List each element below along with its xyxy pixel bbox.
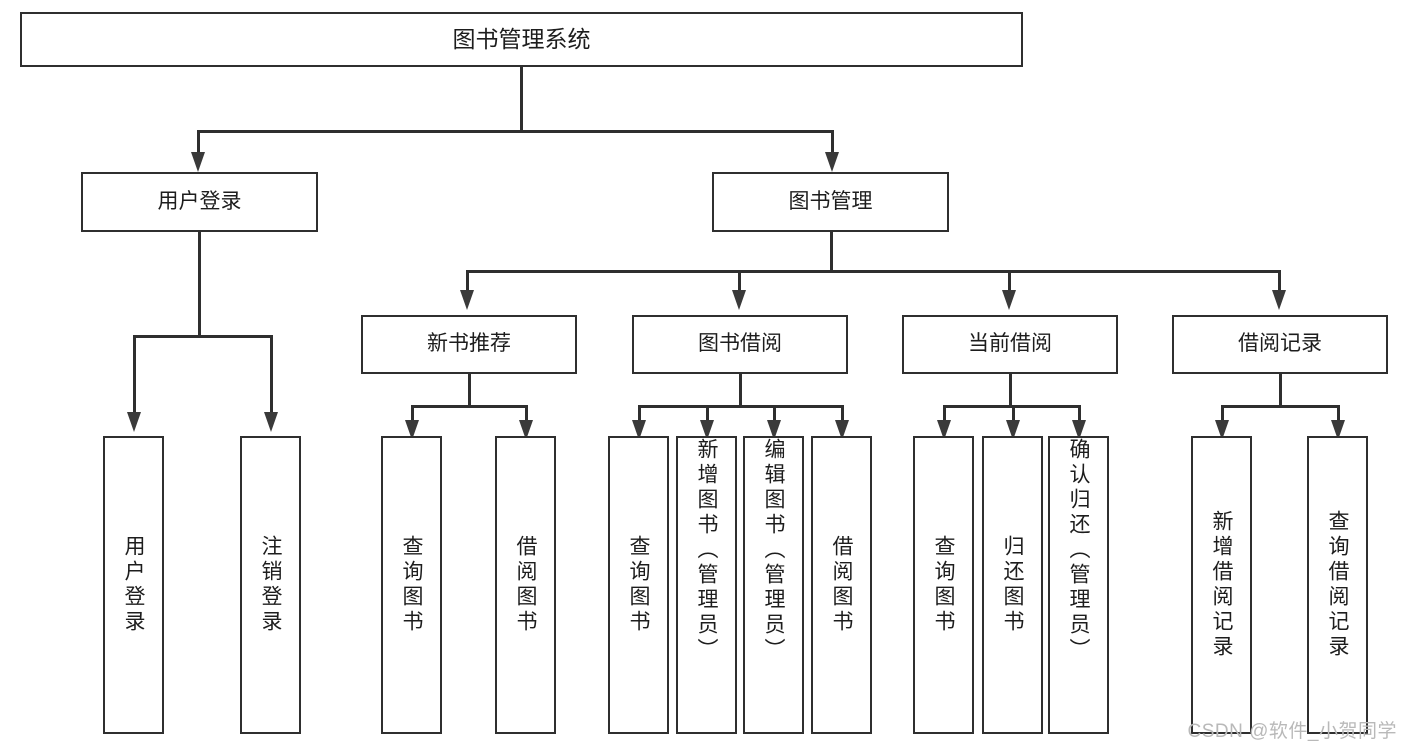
leaf-borrow-book-2[interactable]: 借阅图书: [811, 436, 872, 734]
leaf-edit-book-admin[interactable]: 编辑图书（管理员）: [743, 436, 804, 734]
node-current-borrow-label: 当前借阅: [968, 332, 1052, 356]
arrowhead-book-manage-to-current-borrow: [1002, 290, 1016, 310]
csdn-watermark: CSDN @软件_小贺同学: [1187, 721, 1397, 742]
node-new-book-rec-label: 新书推荐: [427, 332, 511, 356]
connector-book-borrow-to-add: [706, 405, 709, 423]
leaf-query-book-1[interactable]: 查询图书: [381, 436, 442, 734]
connector-root-stem: [520, 67, 523, 130]
leaf-add-book-admin[interactable]: 新增图书（管理员）: [676, 436, 737, 734]
node-user-login-label: 用户登录: [157, 189, 242, 213]
leaf-user-logout[interactable]: 注销登录: [240, 436, 301, 734]
leaf-edit-book-admin-label: 编辑图书（管理员）: [762, 438, 785, 663]
node-book-manage-label: 图书管理: [788, 189, 873, 213]
connector-book-borrow-stem: [739, 374, 742, 407]
connector-book-borrow-to-query: [638, 405, 641, 423]
node-root[interactable]: 图书管理系统: [20, 12, 1023, 67]
leaf-return-book[interactable]: 归还图书: [982, 436, 1043, 734]
connector-current-borrow-to-query: [943, 405, 946, 423]
arrowhead-current-borrow-to-return: [1006, 420, 1020, 440]
leaf-confirm-return-admin[interactable]: 确认归还（管理员）: [1048, 436, 1109, 734]
arrowhead-root-to-book-manage: [825, 152, 839, 172]
leaf-query-borrow-record[interactable]: 查询借阅记录: [1307, 436, 1368, 734]
leaf-user-logout-label: 注销登录: [259, 535, 282, 635]
leaf-query-borrow-record-label: 查询借阅记录: [1326, 510, 1349, 660]
connector-borrow-record-to-query: [1337, 405, 1340, 423]
connector-new-book-rec-stem: [468, 374, 471, 407]
arrowhead-book-borrow-to-query: [632, 420, 646, 440]
connector-book-manage-stem: [830, 232, 833, 272]
connector-book-borrow-bus: [638, 405, 843, 408]
arrowhead-book-manage-to-book-borrow: [732, 290, 746, 310]
leaf-borrow-book-2-label: 借阅图书: [830, 535, 853, 635]
node-user-login[interactable]: 用户登录: [81, 172, 318, 232]
arrowhead-user-login-to-leaf-login: [127, 412, 141, 432]
leaf-query-book-3-label: 查询图书: [932, 535, 955, 635]
arrowhead-book-manage-to-borrow-record: [1272, 290, 1286, 310]
arrowhead-book-borrow-to-edit: [767, 420, 781, 440]
leaf-borrow-book-1-label: 借阅图书: [514, 535, 537, 635]
connector-root-bus: [197, 130, 833, 133]
connector-user-login-stem: [198, 232, 201, 337]
leaf-query-book-2-label: 查询图书: [627, 535, 650, 635]
leaf-query-book-2[interactable]: 查询图书: [608, 436, 669, 734]
leaf-user-login[interactable]: 用户登录: [103, 436, 164, 734]
connector-current-borrow-to-confirm: [1078, 405, 1081, 423]
leaf-query-book-3[interactable]: 查询图书: [913, 436, 974, 734]
leaf-query-book-1-label: 查询图书: [400, 535, 423, 635]
node-book-manage[interactable]: 图书管理: [712, 172, 949, 232]
connector-borrow-record-to-add: [1221, 405, 1224, 423]
leaf-add-book-admin-label: 新增图书（管理员）: [695, 438, 718, 663]
arrowhead-borrow-record-to-add: [1215, 420, 1229, 440]
arrowhead-book-borrow-to-borrow: [835, 420, 849, 440]
node-new-book-rec[interactable]: 新书推荐: [361, 315, 577, 374]
arrowhead-new-book-rec-to-borrow: [519, 420, 533, 440]
connector-user-login-to-leaf-logout: [270, 335, 273, 415]
arrowhead-root-to-user-login: [191, 152, 205, 172]
connector-new-book-rec-bus: [411, 405, 527, 408]
connector-new-book-rec-to-borrow: [525, 405, 528, 423]
node-root-label: 图书管理系统: [452, 25, 591, 52]
connector-root-to-user-login: [197, 130, 200, 156]
arrowhead-book-manage-to-new-book-rec: [460, 290, 474, 310]
node-borrow-record[interactable]: 借阅记录: [1172, 315, 1388, 374]
node-borrow-record-label: 借阅记录: [1238, 332, 1322, 356]
arrowhead-book-borrow-to-add: [700, 420, 714, 440]
connector-book-manage-to-new-book-rec: [466, 270, 469, 293]
arrowhead-current-borrow-to-query: [937, 420, 951, 440]
connector-new-book-rec-to-query: [411, 405, 414, 423]
arrowhead-current-borrow-to-confirm: [1072, 420, 1086, 440]
connector-book-borrow-to-borrow: [841, 405, 844, 423]
arrowhead-user-login-to-leaf-logout: [264, 412, 278, 432]
node-book-borrow[interactable]: 图书借阅: [632, 315, 848, 374]
leaf-user-login-label: 用户登录: [122, 535, 145, 635]
connector-book-manage-bus: [466, 270, 1280, 273]
connector-current-borrow-bus: [943, 405, 1080, 408]
connector-user-login-bus: [133, 335, 272, 338]
connector-user-login-to-leaf-login: [133, 335, 136, 415]
leaf-add-borrow-record-label: 新增借阅记录: [1210, 510, 1233, 660]
connector-book-manage-to-current-borrow: [1008, 270, 1011, 293]
node-book-borrow-label: 图书借阅: [698, 332, 782, 356]
leaf-return-book-label: 归还图书: [1001, 535, 1024, 635]
connector-book-manage-to-book-borrow: [738, 270, 741, 293]
leaf-add-borrow-record[interactable]: 新增借阅记录: [1191, 436, 1252, 734]
arrowhead-borrow-record-to-query: [1331, 420, 1345, 440]
connector-current-borrow-to-return: [1012, 405, 1015, 423]
connector-root-to-book-manage: [831, 130, 834, 156]
connector-borrow-record-stem: [1279, 374, 1282, 407]
connector-borrow-record-bus: [1221, 405, 1339, 408]
node-current-borrow[interactable]: 当前借阅: [902, 315, 1118, 374]
arrowhead-new-book-rec-to-query: [405, 420, 419, 440]
connector-current-borrow-stem: [1009, 374, 1012, 407]
connector-book-borrow-to-edit: [773, 405, 776, 423]
leaf-confirm-return-admin-label: 确认归还（管理员）: [1067, 438, 1090, 663]
connector-book-manage-to-borrow-record: [1278, 270, 1281, 293]
leaf-borrow-book-1[interactable]: 借阅图书: [495, 436, 556, 734]
